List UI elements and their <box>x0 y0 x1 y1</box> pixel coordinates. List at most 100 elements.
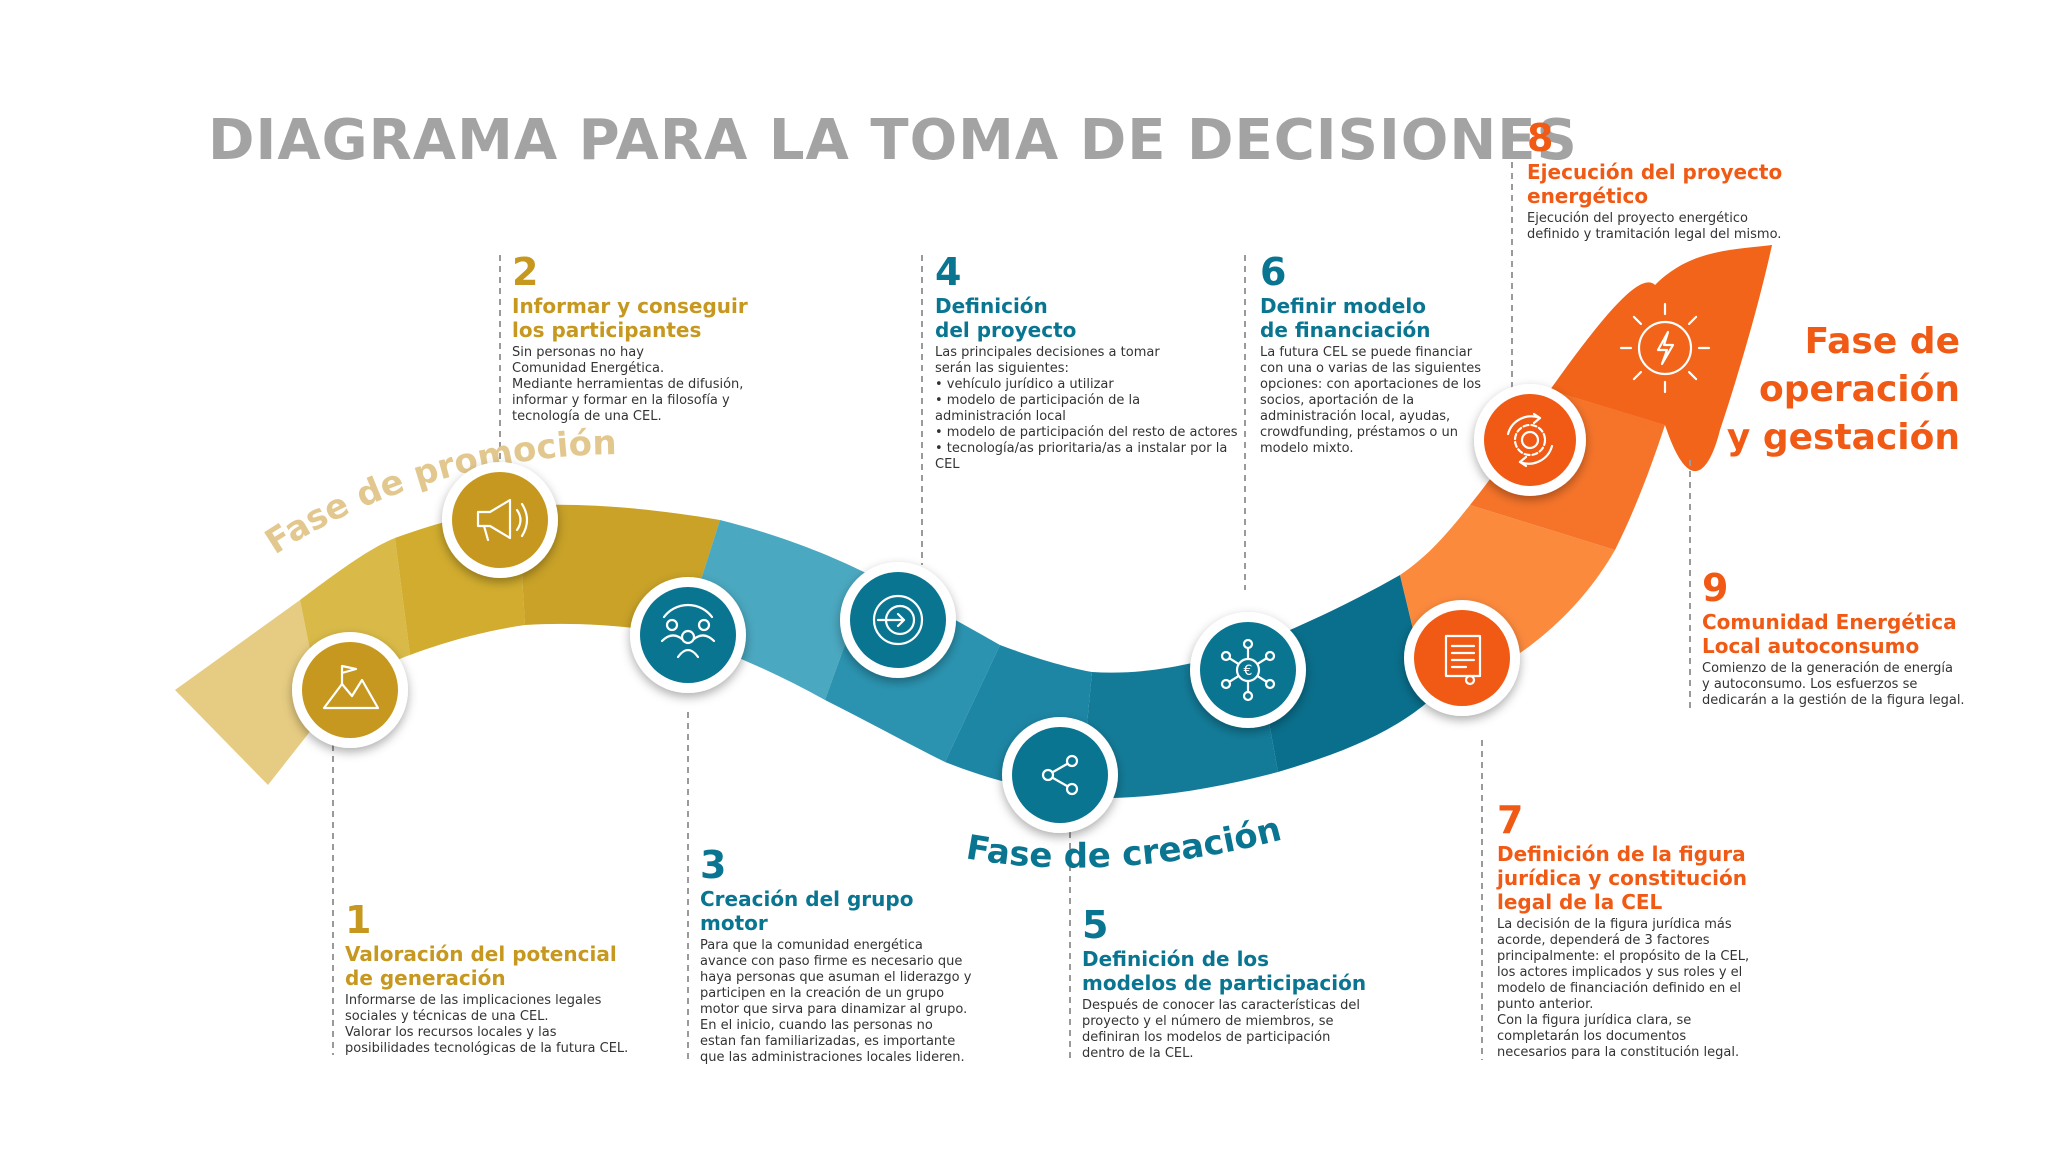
step-description-line: motor que sirva para dinamizar al grupo. <box>700 1002 968 1017</box>
step-title-line: los participantes <box>512 318 702 342</box>
step-description-line: participen en la creación de un grupo <box>700 986 945 1001</box>
step-description-line: Sin personas no hay <box>512 345 644 360</box>
step-title-line: legal de la CEL <box>1497 890 1663 914</box>
step-description-line: Para que la comunidad energética <box>700 938 923 953</box>
target-arrow-icon <box>872 594 924 646</box>
mountain-flag-icon <box>322 664 380 710</box>
step-description-line: posibilidades tecnológicas de la futura … <box>345 1041 629 1056</box>
icon-circle-6: € <box>1190 612 1306 728</box>
step-description-line: dentro de la CEL. <box>1082 1046 1194 1061</box>
step-description-line: administración local, ayudas, <box>1260 409 1451 424</box>
step-description-line: opciones: con aportaciones de los <box>1260 377 1482 392</box>
step-description-line: CEL <box>935 457 960 472</box>
step-title-line: Definición de los <box>1082 947 1270 971</box>
step-description-line: Comienzo de la generación de energía <box>1702 661 1953 676</box>
icon-circle-5 <box>1002 717 1118 833</box>
step-description-line: acorde, dependerá de 3 factores <box>1497 933 1710 948</box>
step-title-line: Creación del grupo <box>700 887 914 911</box>
step-title-line: Definición de la figura <box>1497 842 1746 866</box>
step-description-line: socios, aportación de la <box>1260 393 1415 408</box>
step-description-line: • vehículo jurídico a utilizar <box>935 377 1114 392</box>
step-description: Después de conocer las características d… <box>1082 998 1366 1062</box>
step-description-line: que las administraciones locales lideren… <box>700 1050 965 1065</box>
icon-circle-8 <box>1474 384 1586 496</box>
step-description-line: proyecto y el número de miembros, se <box>1082 1014 1334 1029</box>
step-description-line: La futura CEL se puede financiar <box>1260 345 1473 360</box>
step-description-line: Comunidad Energética. <box>512 361 665 376</box>
euro-network-icon: € <box>1220 638 1276 702</box>
step-description-line: con una o varias de las siguientes <box>1260 361 1482 376</box>
step-title-line: de generación <box>345 966 506 990</box>
icon-circle-4 <box>840 562 956 678</box>
step-description-line: Valorar los recursos locales y las <box>345 1025 557 1040</box>
ribbon-tail <box>175 600 323 785</box>
step-title-line: Ejecución del proyecto <box>1527 160 1783 184</box>
step-description-line: avance con paso firme es necesario que <box>700 954 963 969</box>
step-description-line: Con la figura jurídica clara, se <box>1497 1013 1692 1028</box>
phase-operacion-line-3: y gestación <box>1726 417 1960 458</box>
step-number: 7 <box>1497 798 1524 842</box>
step-description-line: haya personas que asuman el liderazgo y <box>700 970 972 985</box>
icon-circle-1 <box>292 632 408 748</box>
step-number: 8 <box>1527 116 1554 160</box>
group-people-icon <box>660 603 716 659</box>
step-number: 9 <box>1702 566 1729 610</box>
step-title-line: energético <box>1527 184 1649 208</box>
step-number: 4 <box>935 250 962 294</box>
step-description-line: • modelo de participación de la <box>935 393 1141 408</box>
step-description-line: En el inicio, cuando las personas no <box>700 1018 933 1033</box>
step-title-line: Valoración del potencial <box>345 942 617 966</box>
step-description-line: serán las siguientes: <box>935 361 1069 376</box>
step-title-line: Informar y conseguir <box>512 294 748 318</box>
step-title-line: modelos de participación <box>1082 971 1367 995</box>
step-description-line: completarán los documentos <box>1497 1029 1687 1044</box>
step-number: 5 <box>1082 903 1109 947</box>
ribbon-arrow-tip <box>1550 245 1772 470</box>
step-title-line: Definir modelo <box>1260 294 1426 318</box>
step-description-line: estan fan familiarizadas, es importante <box>700 1034 956 1049</box>
icon-circle-9 <box>1619 302 1711 394</box>
step-description-line: necesarios para la constitución legal. <box>1497 1045 1740 1060</box>
megaphone-icon <box>476 498 529 542</box>
step-title-line: jurídica y constitución <box>1497 866 1747 890</box>
page-title: DIAGRAMA PARA LA TOMA DE DECISIONES <box>208 108 1578 173</box>
step-number: 2 <box>512 250 539 294</box>
step-description-line: • modelo de participación del resto de a… <box>935 425 1238 440</box>
svg-text:€: € <box>1244 663 1253 679</box>
step-description-line: tecnología de una CEL. <box>512 409 662 424</box>
phase-creacion-label: Fase de creación <box>963 809 1285 876</box>
step-description-line: modelo de financiación definido en el <box>1497 981 1741 996</box>
step-title-line: Local autoconsumo <box>1702 634 1920 658</box>
phase-operacion-label: Fase de operación y gestación <box>1660 318 1960 462</box>
step-description-line: principalmente: el propósito de la CEL, <box>1497 949 1750 964</box>
step-description-line: Ejecución del proyecto energético <box>1527 211 1748 226</box>
step-title-line: Comunidad Energética <box>1702 610 1957 634</box>
step-number: 6 <box>1260 250 1287 294</box>
icon-circle-2 <box>442 462 558 578</box>
step-title-line: motor <box>700 911 768 935</box>
step-title-line: Definición <box>935 294 1048 318</box>
step-description-line: sociales y técnicas de una CEL. <box>345 1009 549 1024</box>
step-description-line: Las principales decisiones a tomar <box>935 345 1160 360</box>
step-number: 3 <box>700 843 727 887</box>
step-description-line: Mediante herramientas de difusión, <box>512 377 744 392</box>
